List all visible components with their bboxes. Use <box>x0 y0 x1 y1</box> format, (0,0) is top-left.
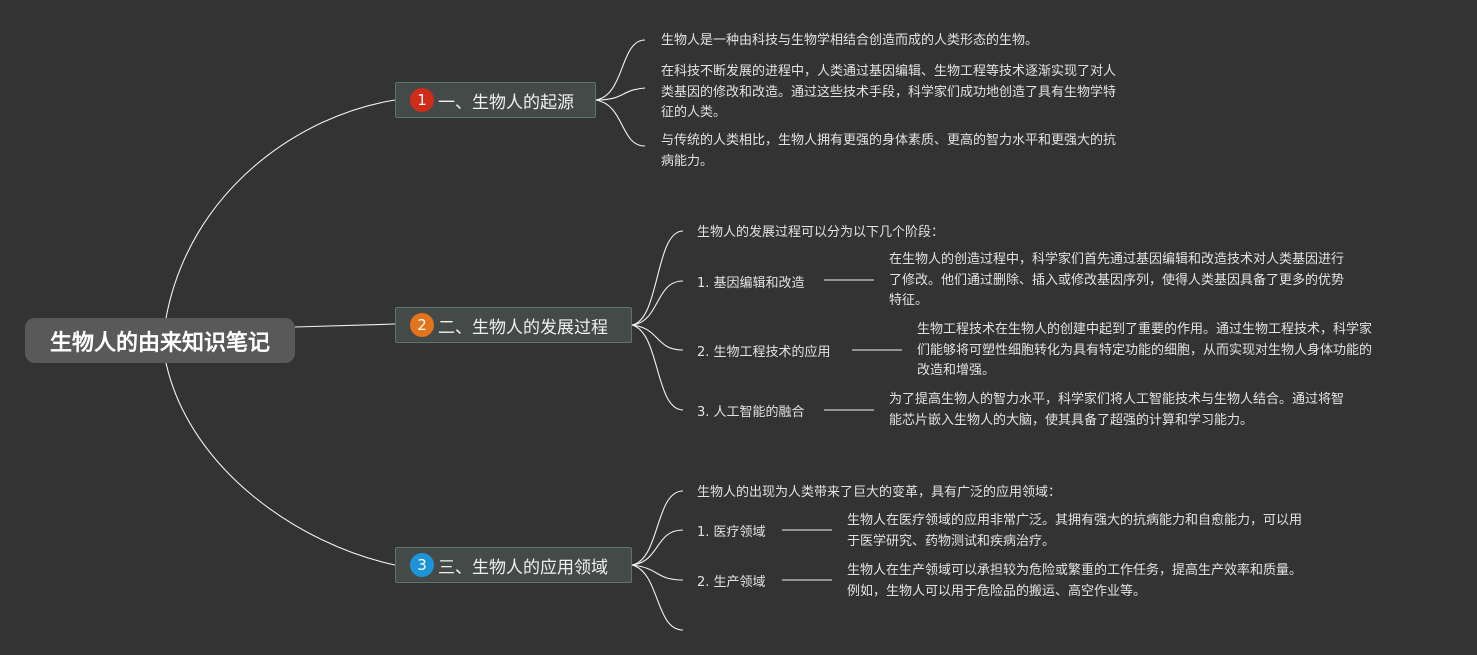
topic-origin[interactable]: 1 一、生物人的起源 <box>395 82 596 118</box>
applications-intro[interactable]: 生物人的出现为人类带来了巨大的变革，具有广泛的应用领域： <box>697 485 1062 500</box>
topic-applications[interactable]: 3 三、生物人的应用领域 <box>395 547 632 583</box>
number-badge-2: 2 <box>410 313 434 337</box>
topic-development[interactable]: 2 二、生物人的发展过程 <box>395 307 632 343</box>
root-title: 生物人的由来知识笔记 <box>49 330 270 356</box>
label-gene-editing[interactable]: 1. 基因编辑和改造 <box>697 276 805 291</box>
note-origin-3[interactable]: 与传统的人类相比，生物人拥有更强的身体素质、更高的智力水平和更强大的抗 病能力。 <box>661 133 1117 169</box>
topic-title: 二、生物人的发展过程 <box>438 317 608 338</box>
note-origin-1[interactable]: 生物人是一种由科技与生物学相结合创造而成的人类形态的生物。 <box>661 33 1039 48</box>
label-bioengineering[interactable]: 2. 生物工程技术的应用 <box>697 345 831 360</box>
number-badge-3: 3 <box>410 553 434 577</box>
topic-title: 三、生物人的应用领域 <box>438 557 608 578</box>
note-origin-2[interactable]: 在科技不断发展的进程中，人类通过基因编辑、生物工程等技术逐渐实现了对人 类基因的… <box>661 64 1117 120</box>
note-gene-editing[interactable]: 在生物人的创造过程中，科学家们首先通过基因编辑和改造技术对人类基因进行 了修改。… <box>889 252 1345 308</box>
development-intro[interactable]: 生物人的发展过程可以分为以下几个阶段： <box>697 225 945 240</box>
note-production[interactable]: 生物人在生产领域可以承担较为危险或繁重的工作任务，提高生产效率和质量。 例如，生… <box>847 563 1303 599</box>
label-production[interactable]: 2. 生产领域 <box>697 575 766 590</box>
note-medical[interactable]: 生物人在医疗领域的应用非常广泛。其拥有强大的抗病能力和自愈能力，可以用 于医学研… <box>847 513 1303 549</box>
label-medical[interactable]: 1. 医疗领域 <box>697 525 766 540</box>
root-topic[interactable]: 生物人的由来知识笔记 <box>25 318 295 363</box>
topic-title: 一、生物人的起源 <box>438 92 574 113</box>
label-ai-fusion[interactable]: 3. 人工智能的融合 <box>697 405 805 420</box>
note-ai-fusion[interactable]: 为了提高生物人的智力水平，科学家们将人工智能技术与生物人结合。通过将智 能芯片嵌… <box>889 392 1345 428</box>
note-bioengineering[interactable]: 生物工程技术在生物人的创建中起到了重要的作用。通过生物工程技术，科学家 们能够将… <box>917 322 1373 378</box>
number-badge-1: 1 <box>410 88 434 112</box>
